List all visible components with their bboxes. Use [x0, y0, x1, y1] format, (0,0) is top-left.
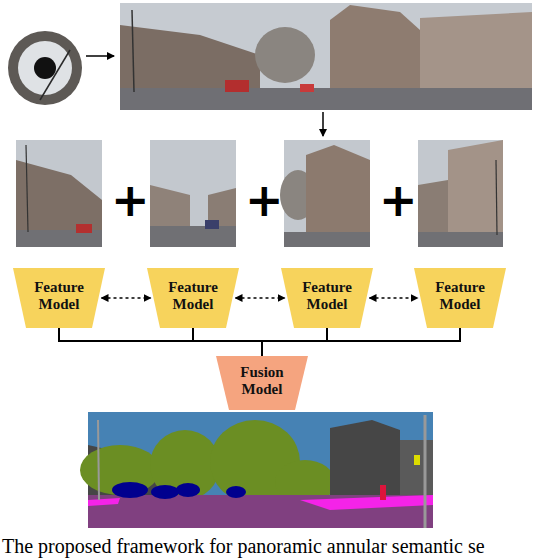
feature-model-box: Feature Model [147, 268, 239, 328]
panorama-building [420, 12, 532, 92]
trapezoid-shape [216, 356, 308, 410]
fisheye-sky [18, 41, 72, 95]
panorama-car [225, 80, 249, 92]
trapezoid-shape [414, 268, 506, 328]
crop-image [418, 140, 503, 247]
panorama-tree [255, 27, 315, 83]
crop-pole [496, 160, 497, 235]
segment-pole [98, 420, 99, 500]
panorama-pole [132, 10, 134, 92]
crop-road [150, 226, 236, 247]
plus-sign: + [245, 177, 284, 223]
panorama-road [120, 88, 532, 110]
segment-building [400, 440, 433, 500]
node-label: Feature Model [13, 268, 105, 328]
crop-road [284, 232, 370, 247]
crop-pole [26, 145, 28, 232]
node-label: Fusion Model [216, 356, 308, 410]
plus-sign: + [111, 177, 150, 223]
crop-image [16, 140, 102, 247]
segment-car [151, 485, 179, 499]
crop-car [205, 220, 219, 229]
merge-bracket [262, 328, 460, 356]
flow-arrow [322, 112, 324, 136]
crop-building [306, 145, 370, 235]
trapezoid-shape [13, 268, 105, 328]
segment-car [176, 483, 200, 497]
trapezoid-shape [281, 268, 373, 328]
node-label: Feature Model [414, 268, 506, 328]
fusion-model-box: Fusion Model [216, 356, 308, 410]
trapezoid-shape [147, 268, 239, 328]
segment-car [112, 482, 148, 498]
panorama-image [120, 3, 532, 110]
crop-road [418, 232, 503, 247]
crop-building [418, 180, 448, 235]
segment-person [380, 485, 386, 500]
fisheye-image [8, 31, 82, 105]
segment-pole [424, 415, 427, 528]
crop-building [16, 160, 102, 235]
fisheye-pole [40, 50, 70, 100]
feature-model-box: Feature Model [281, 268, 373, 328]
dashed-double-arrow [102, 297, 151, 299]
merge-bracket [59, 328, 262, 356]
segment-sidewalk [88, 498, 120, 506]
segment-building [330, 420, 400, 500]
segment-sign [414, 455, 420, 465]
segment-sidewalk [300, 495, 433, 510]
crop-image [150, 140, 236, 247]
segment-car [226, 486, 246, 498]
flow-arrow [86, 55, 114, 57]
node-label: Feature Model [147, 268, 239, 328]
panorama-building [330, 5, 420, 92]
merge-bracket [193, 328, 262, 356]
feature-model-box: Feature Model [414, 268, 506, 328]
crop-building [448, 140, 503, 235]
segment-vegetation [150, 430, 220, 500]
dashed-double-arrow [370, 297, 418, 299]
panorama-car [300, 84, 314, 92]
fisheye-center [34, 57, 56, 79]
panorama-building [120, 25, 260, 95]
dashed-double-arrow [236, 297, 285, 299]
crop-car [76, 224, 92, 233]
node-label: Feature Model [281, 268, 373, 328]
merge-bracket [262, 328, 327, 356]
figure-caption: The proposed framework for panoramic ann… [2, 535, 485, 557]
crop-building [150, 185, 190, 230]
plus-sign: + [379, 177, 418, 223]
feature-model-box: Feature Model [13, 268, 105, 328]
